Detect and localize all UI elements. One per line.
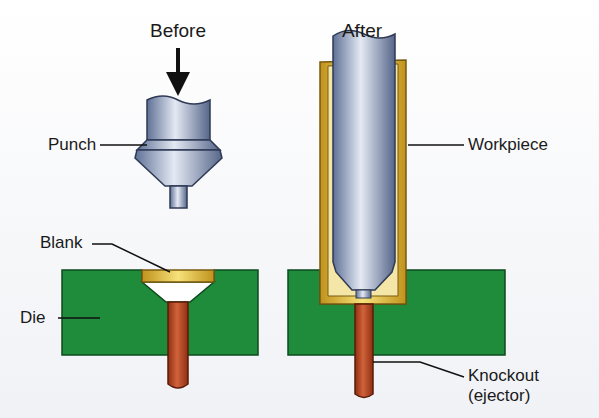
leader-lines	[58, 145, 464, 377]
part-label: Blank	[40, 233, 83, 253]
heading: Before	[150, 20, 206, 42]
part-label: Punch	[48, 135, 96, 155]
blank-slug	[142, 270, 214, 282]
knockout-rod	[355, 304, 373, 398]
part-label: Die	[20, 308, 46, 328]
punch-after	[333, 30, 395, 290]
die-before	[62, 270, 258, 388]
motion-arrow	[176, 48, 180, 84]
part-label: Workpiece	[468, 135, 548, 155]
heading: After	[342, 20, 382, 42]
part-label: Knockout (ejector)	[468, 366, 578, 405]
punch-before	[135, 96, 222, 208]
die-after	[288, 30, 505, 397]
